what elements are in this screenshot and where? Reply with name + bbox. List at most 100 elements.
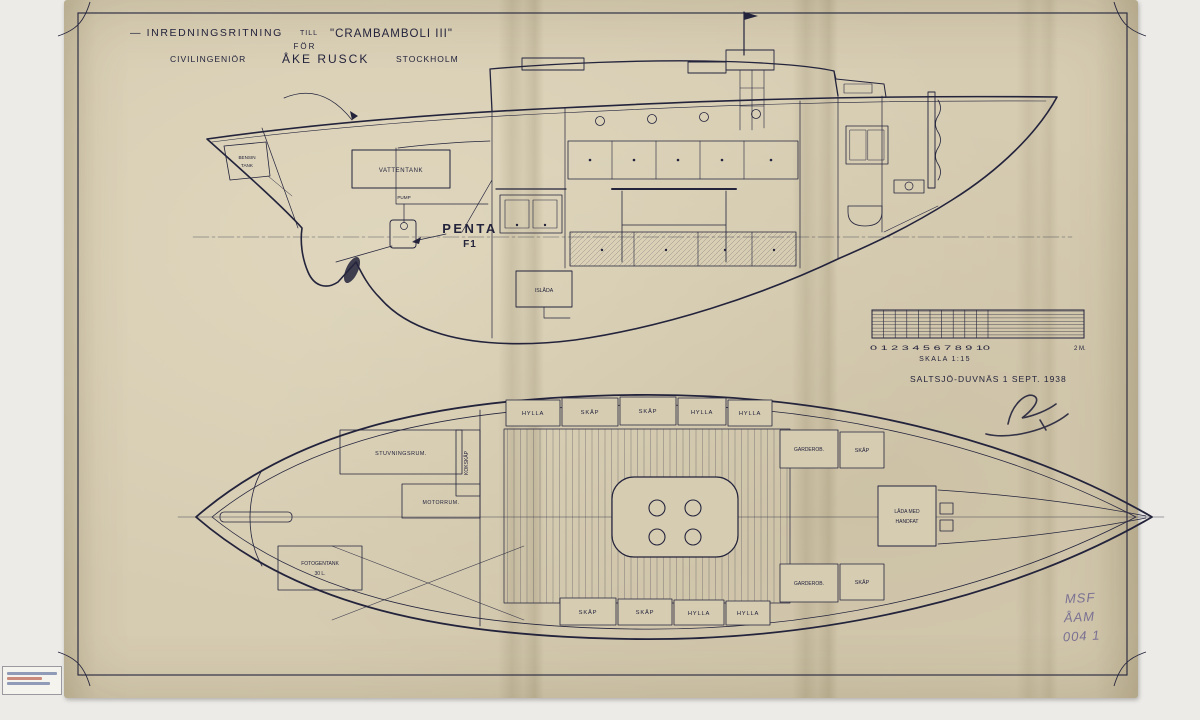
galley-cupboard-box xyxy=(455,429,481,497)
companionway-hatch xyxy=(725,49,775,71)
skylight xyxy=(521,57,585,71)
corner-flourish-top-left xyxy=(57,1,91,37)
fore-hatch xyxy=(687,61,727,74)
shelf-label: HYLLA xyxy=(522,411,544,417)
title-line1-till: TILL xyxy=(300,30,318,37)
engine-block xyxy=(389,219,417,249)
cupboard-label: SKÅP xyxy=(636,609,655,616)
anchor-chain xyxy=(935,99,941,181)
pencil-notes: MSF ÅAM 004 1 xyxy=(1062,590,1100,645)
border-frame xyxy=(57,1,1147,687)
cupboard-label: SKÅP xyxy=(639,408,658,415)
plan-deck-edge xyxy=(211,404,1137,630)
fore-locker xyxy=(845,125,889,165)
galley-knobs xyxy=(515,223,547,227)
tiller-arrowhead xyxy=(350,111,358,120)
archive-label-textline xyxy=(7,677,42,680)
scale-bar-body xyxy=(871,309,1085,339)
plan-hull-outline xyxy=(195,393,1153,641)
annotation-block: SALTSJÖ-DUVNÄS 1 SEPT. 1938 xyxy=(910,374,1069,437)
icebox-label: ISLÅDA xyxy=(535,287,554,294)
windlass-drum xyxy=(904,181,914,191)
petrol-tank-label2: TANK xyxy=(241,163,254,168)
cabin-trunk xyxy=(489,60,839,112)
title-line3-city: STOCKHOLM xyxy=(396,54,459,64)
wardrobe-label: GARDEROB. xyxy=(794,447,824,453)
border-rect xyxy=(77,12,1128,676)
locker-box xyxy=(505,399,561,427)
archive-label xyxy=(2,666,62,695)
deck-line xyxy=(211,100,1047,143)
mast-flag xyxy=(744,12,758,20)
engine-room-label: MOTORRUM. xyxy=(423,500,460,506)
table-circle xyxy=(684,499,702,517)
locker-box xyxy=(727,399,773,427)
companion-ladder xyxy=(739,69,765,131)
profile-view xyxy=(192,11,1073,345)
engine-room-box xyxy=(401,483,481,519)
icebox-steps xyxy=(517,306,571,319)
fold-mark xyxy=(1016,0,1058,698)
doghouse-window xyxy=(843,83,873,94)
shelf-label: HYLLA xyxy=(739,411,761,417)
title-line1-name: "CRAMBAMBOLI III" xyxy=(330,28,453,40)
pump-label: PUMP xyxy=(397,195,410,200)
rudder-stock xyxy=(261,127,299,229)
windlass xyxy=(893,179,925,194)
stowage-room-box xyxy=(339,429,463,475)
bow-fitting xyxy=(939,519,954,532)
petrol-tank xyxy=(223,141,271,181)
scale-bar: 0 1 2 3 4 5 6 7 8 9 10 2 M. SKALA 1:15 xyxy=(870,309,1086,363)
settee xyxy=(569,231,797,267)
shelf-label: HYLLA xyxy=(688,611,710,617)
cupboard-box xyxy=(839,563,885,601)
plan-view xyxy=(177,393,1165,641)
corner-flourish-bottom-right xyxy=(1113,651,1147,687)
porthole xyxy=(699,112,709,122)
signature xyxy=(985,394,1069,437)
locker-box xyxy=(559,597,617,626)
table-circle xyxy=(648,499,666,517)
locker-box xyxy=(619,396,677,426)
title-line3-name: ÅKE RUSCK xyxy=(282,51,369,66)
locker-box xyxy=(677,397,727,426)
galley-cupboard-label: KOKSKÅP xyxy=(463,450,470,475)
stern-bulkhead-arc xyxy=(249,469,263,567)
cupboard-label: SKÅP xyxy=(855,579,870,586)
table-circle xyxy=(684,528,702,546)
shelf-label: HYLLA xyxy=(691,410,713,416)
kerosene-tank-capacity: 30 L. xyxy=(314,571,325,577)
basin xyxy=(847,205,883,227)
plan-labels: HYLLA SKÅP SKÅP HYLLA HYLLA SKÅP SKÅP HY… xyxy=(301,408,920,617)
shelf-label: HYLLA xyxy=(737,611,759,617)
cockpit-lines xyxy=(395,140,491,205)
table-circle xyxy=(648,528,666,546)
washbasin-label: LÅDA MED xyxy=(894,508,920,515)
scale-caption: SKALA 1:15 xyxy=(919,356,971,363)
galley-cabinet xyxy=(499,194,563,234)
propeller-shaft xyxy=(335,245,393,263)
cupboard-label: SKÅP xyxy=(855,447,870,454)
kerosene-tank-box xyxy=(277,545,363,591)
water-tank-label: VATTENTANK xyxy=(379,168,423,174)
pencil-note-3: 004 1 xyxy=(1062,627,1100,644)
plan-table xyxy=(611,476,739,558)
petrol-tank-label: BENSIN xyxy=(238,155,255,160)
samson-post xyxy=(927,91,936,189)
hull-outline xyxy=(206,95,1058,345)
cupboard-box xyxy=(839,431,885,469)
wardrobe-box xyxy=(779,563,839,603)
corner-flourish-bottom-left xyxy=(57,651,91,687)
scale-ticks xyxy=(883,310,989,338)
locker-box xyxy=(673,599,725,626)
wardrobe-label: GARDEROB. xyxy=(794,581,824,587)
washbasin-label2: HANDFAT xyxy=(896,519,919,525)
archive-label-textline xyxy=(7,682,50,685)
kerosene-tank-label: FOTOGENTANK xyxy=(301,561,339,567)
title-line2: FÖR xyxy=(294,42,317,51)
drawer-knobs xyxy=(600,248,776,252)
vberth-lines xyxy=(937,489,1147,545)
chain-locker-floor xyxy=(883,205,939,233)
upper-lockers xyxy=(567,140,799,180)
